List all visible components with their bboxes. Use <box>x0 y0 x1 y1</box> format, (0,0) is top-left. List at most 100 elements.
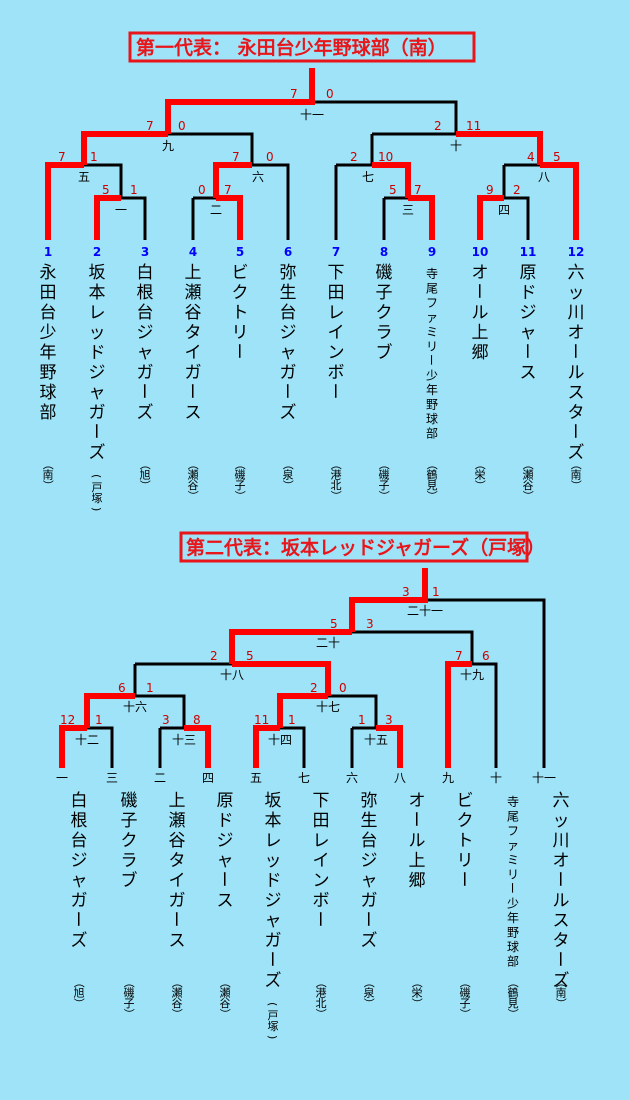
b2-team-name-5: 坂本レッドジャガーズ <box>261 791 282 991</box>
b1-node-10: 十 <box>450 139 462 153</box>
svg-text:球: 球 <box>426 412 438 426</box>
b1-team-sub-2: (戸塚) <box>90 474 103 511</box>
svg-text:）: ） <box>473 480 486 491</box>
bracket-2-title-box <box>179 531 529 563</box>
b2-score-16b: 1 <box>146 681 154 695</box>
b2-team-loc-10: （鶴見） <box>506 977 519 1020</box>
b2-score-15b: 3 <box>385 713 393 727</box>
b1-score-2a: 0 <box>198 183 206 197</box>
b2-node-17: 十七 <box>316 700 340 714</box>
svg-text:ミ: ミ <box>426 325 438 339</box>
b1-team-loc-6: （泉） <box>281 459 294 491</box>
b2-w-m16 <box>84 693 135 728</box>
svg-text:レ: レ <box>313 831 330 851</box>
svg-text:一: 一 <box>56 771 68 785</box>
b1-score-7b: 10 <box>378 150 393 164</box>
b1-score-7a: 2 <box>350 150 358 164</box>
svg-text:子: 子 <box>460 997 471 1010</box>
svg-text:子: 子 <box>376 283 393 303</box>
svg-text:（: （ <box>473 459 486 470</box>
seed-4: 4 <box>189 245 197 259</box>
svg-text:（: （ <box>138 459 151 470</box>
svg-text:（: （ <box>233 459 246 470</box>
b2-score-19b: 6 <box>482 649 490 663</box>
b2-m20-line <box>230 630 474 664</box>
b2-slot-1: 一 <box>56 771 68 785</box>
svg-text:ト: ト <box>232 303 249 323</box>
bracket-2-node-labels: 十二 十三 十四 十五 十六 十七 十八 十九 二十 二十一 <box>75 604 484 747</box>
svg-text:）: ） <box>170 1008 183 1019</box>
seed-3: 3 <box>141 245 149 259</box>
svg-text:南: 南 <box>556 987 567 1000</box>
b2-score-18b: 5 <box>246 649 254 663</box>
b1-w-final <box>165 68 315 134</box>
b2-node-16: 十六 <box>123 700 147 714</box>
svg-text:泉: 泉 <box>364 986 375 1000</box>
b2-slot-7: 六 <box>346 771 358 785</box>
seed-12: 12 <box>568 245 585 259</box>
svg-text:ッ: ッ <box>568 283 585 303</box>
svg-text:磯: 磯 <box>460 987 471 1000</box>
svg-text:ー: ー <box>85 423 105 440</box>
b1-score-9a: 7 <box>146 119 154 133</box>
svg-text:(: ( <box>90 474 103 478</box>
b1-node-3: 三 <box>402 203 414 217</box>
svg-text:（: （ <box>218 977 231 988</box>
b2-team-loc-7: （泉） <box>362 977 375 1009</box>
svg-text:ー: ー <box>213 871 233 888</box>
bracket-1-winner-paths <box>45 68 579 240</box>
svg-text:ー: ー <box>324 383 344 400</box>
svg-text:オ: オ <box>409 791 426 811</box>
svg-text:オ: オ <box>472 263 489 283</box>
b1-score-3a: 5 <box>389 183 397 197</box>
svg-text:塚: 塚 <box>92 492 103 505</box>
svg-text:）: ） <box>362 998 375 1009</box>
svg-text:イ: イ <box>169 871 186 891</box>
b1-team-loc-4: （瀬谷） <box>186 459 199 502</box>
svg-text:白: 白 <box>71 791 88 811</box>
svg-text:ル: ル <box>409 831 426 851</box>
svg-text:瀬: 瀬 <box>185 283 202 303</box>
svg-text:ク: ク <box>121 831 138 851</box>
svg-text:戸: 戸 <box>268 1009 279 1022</box>
svg-text:（: （ <box>521 459 534 470</box>
svg-text:イ: イ <box>328 323 345 343</box>
svg-text:ー: ー <box>261 951 281 968</box>
b1-team-loc-9: （鶴見） <box>425 459 438 502</box>
svg-text:野: 野 <box>507 926 519 940</box>
b2-slot-2: 三 <box>106 771 118 785</box>
svg-text:本: 本 <box>89 283 106 303</box>
svg-text:台: 台 <box>280 303 297 323</box>
svg-text:ジ: ジ <box>89 363 106 383</box>
svg-text:台: 台 <box>71 831 88 851</box>
svg-text:ボ: ボ <box>328 363 345 383</box>
b1-node-2: 二 <box>210 203 222 217</box>
svg-text:）: ） <box>314 1008 327 1019</box>
svg-text:台: 台 <box>40 303 57 323</box>
svg-text:四: 四 <box>202 771 214 785</box>
b2-score-14a: 11 <box>254 713 269 727</box>
b2-w-m13 <box>184 725 211 768</box>
svg-text:子: 子 <box>379 479 390 492</box>
svg-text:ッ: ッ <box>265 851 282 871</box>
svg-text:(: ( <box>266 1002 279 1006</box>
svg-text:ラ: ラ <box>121 851 138 871</box>
svg-text:ル: ル <box>568 363 585 383</box>
svg-text:ー: ー <box>133 383 153 400</box>
b2-team-loc-8: （栄） <box>410 977 423 1009</box>
svg-text:ガ: ガ <box>361 891 378 911</box>
svg-text:ン: ン <box>328 343 345 363</box>
svg-text:原: 原 <box>520 263 537 283</box>
svg-text:生: 生 <box>361 811 378 831</box>
bracket-2-teams: 白根台ジャガーズ（旭）磯子クラブ（磯子）上瀬谷タイガース（瀬谷）原ドジャース（瀬… <box>67 791 570 1039</box>
b1-team-loc-7: （港北） <box>329 459 342 502</box>
svg-text:子: 子 <box>121 811 138 831</box>
b1-score-3b: 7 <box>414 183 422 197</box>
b2-score-20a: 5 <box>330 617 338 631</box>
svg-text:ク: ク <box>376 303 393 323</box>
svg-text:瀬: 瀬 <box>169 811 186 831</box>
